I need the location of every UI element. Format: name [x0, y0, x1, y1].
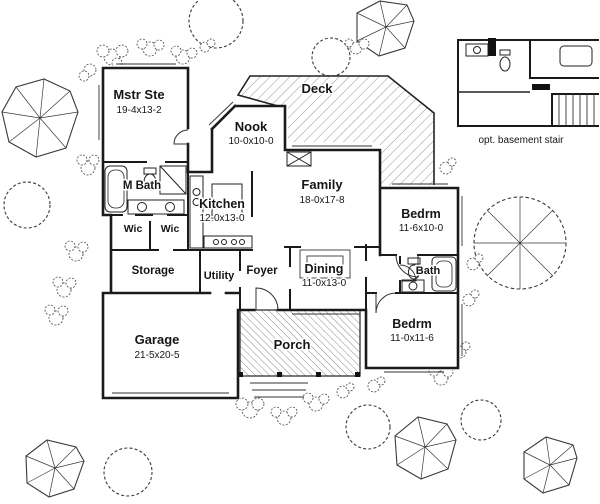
bush-icon [136, 38, 165, 57]
labels-layer: Mstr Ste 19-4x13-2 Nook 10-0x10-0 Deck M… [112, 80, 566, 363]
bush-icon [466, 253, 484, 271]
bush-icon [235, 397, 265, 419]
room-label-wic2: Wic [161, 223, 180, 235]
tree-icon [25, 439, 85, 498]
bathtub-icon [104, 165, 128, 213]
room-label-foyer: Foyer [246, 265, 278, 277]
windows [98, 63, 463, 373]
tree-icon [394, 416, 457, 480]
toilet-icon [407, 257, 421, 280]
kitchen-island [211, 183, 243, 221]
cooktop-icon [213, 239, 245, 245]
porch-posts [238, 372, 360, 377]
interior-walls [102, 161, 459, 311]
bush-icon [336, 382, 355, 399]
room-dims-dining: 11-0x13-0 [302, 278, 347, 289]
room-label-master: Mstr Ste [113, 87, 164, 102]
bush-icon [64, 240, 89, 262]
kitchen-counter [189, 175, 204, 249]
bush-icon [367, 376, 386, 393]
kitchen-fixtures [189, 175, 253, 249]
tree-icon [345, 404, 391, 450]
room-dims-bedroom1: 11-6x10-0 [399, 223, 444, 234]
master-bath-fixtures [104, 165, 187, 215]
room-label-wic1: Wic [124, 223, 143, 235]
bush-icon [199, 38, 216, 53]
tree-icon [356, 0, 415, 57]
basement-stair-inset [456, 38, 600, 130]
bush-icon [439, 157, 457, 175]
room-label-kitchen: Kitchen [199, 197, 245, 211]
vanity-sink-icon [401, 279, 425, 293]
room-dims-kitchen: 12-0x13-0 [199, 213, 244, 224]
hall-bath-fixtures [401, 256, 457, 293]
kitchen-lower-counter [203, 235, 253, 249]
tree-icon [188, 0, 244, 49]
room-label-family: Family [301, 177, 343, 192]
room-dims-garage: 21-5x20-5 [134, 350, 179, 361]
bathtub-icon [431, 256, 457, 292]
shower-icon [159, 165, 187, 195]
tree-icon [1, 78, 79, 158]
toilet-icon [143, 167, 157, 191]
room-label-nook: Nook [235, 119, 268, 134]
room-label-porch: Porch [274, 337, 311, 352]
sink-icon [192, 188, 201, 206]
stair-treads [558, 94, 595, 126]
room-label-mbath: M Bath [123, 180, 161, 192]
room-dims-nook: 10-0x10-0 [228, 136, 273, 147]
trees-layer [1, 0, 578, 498]
room-label-bedroom1: Bedrm [401, 207, 441, 221]
tree-icon [460, 399, 502, 441]
room-label-dining: Dining [305, 262, 344, 276]
entry-steps [250, 382, 308, 398]
bush-icon [52, 276, 77, 298]
room-dims-master: 19-4x13-2 [116, 105, 161, 116]
tree-icon [103, 447, 153, 497]
vanity-sinks-icon [127, 199, 185, 215]
room-label-garage: Garage [135, 332, 180, 347]
bushes-layer [44, 38, 484, 426]
bush-icon [302, 392, 330, 412]
tree-icon [311, 37, 351, 77]
bush-icon [78, 63, 97, 82]
bush-icon [270, 406, 298, 426]
bush-icon [76, 154, 100, 176]
bush-icon [170, 45, 198, 65]
bush-icon [344, 38, 370, 55]
room-dims-bedroom2: 11-0x11-6 [390, 333, 434, 344]
fireplace-icon [286, 151, 312, 167]
dining-table [299, 249, 351, 279]
room-dims-family: 18-0x17-8 [299, 195, 344, 206]
tree-icon [523, 436, 578, 494]
room-label-bath: Bath [416, 265, 441, 277]
tree-icon [473, 196, 567, 290]
room-label-utility: Utility [204, 270, 235, 282]
bush-icon [44, 304, 69, 326]
inset-fixtures [458, 38, 593, 93]
tree-icon [3, 181, 51, 229]
room-label-bedroom2: Bedrm [392, 317, 432, 331]
inset-label-basement-stair: opt. basement stair [478, 135, 564, 146]
inset-walls [457, 39, 599, 127]
room-label-storage: Storage [132, 265, 175, 277]
bush-icon [96, 44, 129, 69]
bush-icon [462, 289, 480, 307]
room-label-deck: Deck [301, 81, 333, 96]
